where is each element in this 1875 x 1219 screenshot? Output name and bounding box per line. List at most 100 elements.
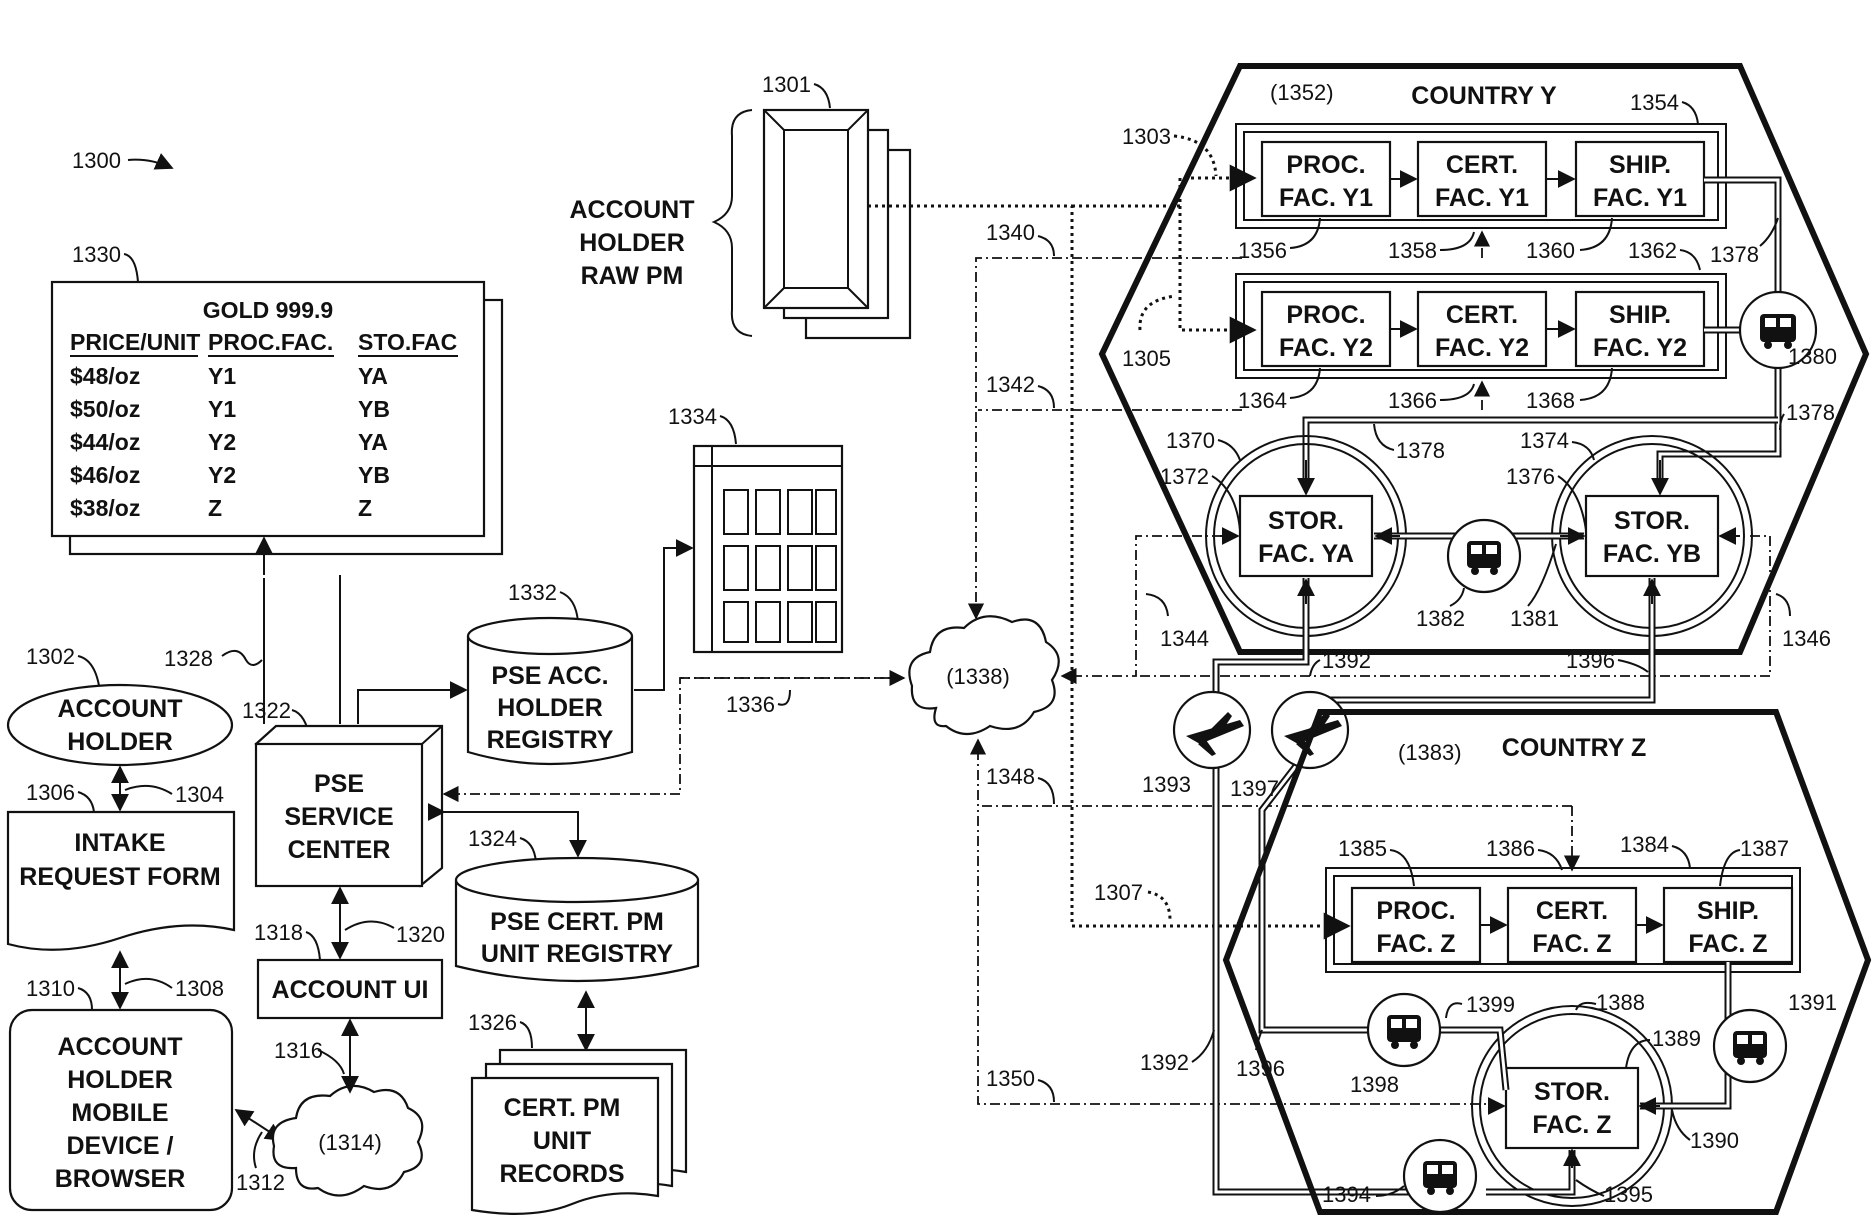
- mobile-device-label: MOBILE: [71, 1099, 168, 1127]
- ref-1396-a: 1396: [1566, 648, 1615, 673]
- ref-1381: 1381: [1510, 606, 1559, 631]
- stor-fac-z-label: FAC. Z: [1532, 1111, 1611, 1139]
- ref-1392-a: 1392: [1322, 648, 1371, 673]
- figure-number-arrow: [128, 160, 172, 168]
- table-cell: $38/oz: [70, 495, 140, 521]
- ref-1346: 1346: [1782, 626, 1831, 651]
- cert-fac-y2-label: CERT.: [1446, 301, 1518, 329]
- ship-fac-y2-label: FAC. Y2: [1593, 334, 1687, 362]
- ref-1386: 1386: [1486, 836, 1535, 861]
- account-holder-label: HOLDER: [67, 728, 173, 756]
- account-holder-ref: 1302: [26, 644, 75, 669]
- ref-1305: 1305: [1122, 346, 1171, 371]
- cert-fac-z-label: FAC. Z: [1532, 930, 1611, 958]
- intake-form-ref: 1306: [26, 780, 75, 805]
- stor-fac-z-label: STOR.: [1534, 1078, 1610, 1106]
- price-table: 1330 GOLD 999.9 PRICE/UNIT PROC.FAC. STO…: [52, 242, 502, 554]
- acc-registry-ref: 1332: [508, 580, 557, 605]
- cert-fac-z-label: CERT.: [1536, 897, 1608, 925]
- mobile-device-label: BROWSER: [55, 1165, 186, 1193]
- ref-1399: 1399: [1466, 992, 1515, 1017]
- cert-registry-label: PSE CERT. PM: [490, 908, 664, 936]
- table-cell: YB: [358, 462, 390, 488]
- proc-fac-y1-label: FAC. Y1: [1279, 184, 1373, 212]
- mobile-device-label: ACCOUNT: [58, 1033, 183, 1061]
- ref-1390: 1390: [1690, 1128, 1739, 1153]
- ship-fac-y1-label: SHIP.: [1609, 151, 1671, 179]
- ref-1328: 1328: [164, 646, 213, 671]
- country-z-title: COUNTRY Z: [1502, 734, 1646, 762]
- raw-pm-bars: 1301 ACCOUNT HOLDER RAW PM: [570, 72, 911, 338]
- ref-1376: 1376: [1506, 464, 1555, 489]
- ref-1348: 1348: [986, 764, 1035, 789]
- cert-records-label: UNIT: [533, 1127, 591, 1155]
- table-cell: Z: [358, 495, 372, 521]
- country-y-ref: (1352): [1270, 80, 1334, 105]
- ref-1393: 1393: [1142, 772, 1191, 797]
- table-cell: YB: [358, 396, 390, 422]
- ref-1368: 1368: [1526, 388, 1575, 413]
- ref-1370: 1370: [1166, 428, 1215, 453]
- ref-1312: 1312: [236, 1170, 285, 1195]
- ref-1378-b: 1378: [1786, 400, 1835, 425]
- figure-number: 1300: [72, 148, 121, 173]
- ref-1364: 1364: [1238, 388, 1287, 413]
- mobile-device-ref: 1310: [26, 976, 75, 1001]
- mobile-device-node: 1310 ACCOUNT HOLDER MOBILE DEVICE / BROW…: [10, 976, 232, 1210]
- ref-1397: 1397: [1230, 776, 1279, 801]
- acc-registry-label: REGISTRY: [487, 726, 614, 754]
- account-holder-label: ACCOUNT: [58, 695, 183, 723]
- ref-1360: 1360: [1526, 238, 1575, 263]
- account-ui-ref: 1318: [254, 920, 303, 945]
- table-cell: $48/oz: [70, 363, 140, 389]
- cert-pm-records-node: 1326 CERT. PM UNIT RECORDS: [468, 1010, 686, 1214]
- ref-1320: 1320: [396, 922, 445, 947]
- ref-1316: 1316: [274, 1038, 323, 1063]
- cert-records-label: RECORDS: [499, 1160, 624, 1188]
- stor-fac-ya-label: STOR.: [1268, 507, 1344, 535]
- ref-1380: 1380: [1788, 344, 1837, 369]
- ref-1372: 1372: [1160, 464, 1209, 489]
- cert-fac-y1-label: CERT.: [1446, 151, 1518, 179]
- ref-1378-c: 1378: [1396, 438, 1445, 463]
- ship-fac-z-label: FAC. Z: [1688, 930, 1767, 958]
- acc-holder-registry-node: 1332 PSE ACC. HOLDER REGISTRY: [468, 580, 632, 764]
- ref-1394: 1394: [1322, 1182, 1371, 1207]
- country-z-ref: (1383): [1398, 740, 1462, 765]
- table-header-sto: STO.FAC: [358, 329, 457, 355]
- network-cloud-main: (1338): [909, 616, 1058, 734]
- raw-pm-ref: 1301: [762, 72, 811, 97]
- ref-1398: 1398: [1350, 1072, 1399, 1097]
- ref-1344: 1344: [1160, 626, 1209, 651]
- ref-1385: 1385: [1338, 836, 1387, 861]
- table-cell: YA: [358, 363, 388, 389]
- table-title: GOLD 999.9: [203, 297, 333, 323]
- table-cell: YA: [358, 429, 388, 455]
- ref-1366: 1366: [1388, 388, 1437, 413]
- cert-registry-label: UNIT REGISTRY: [481, 940, 673, 968]
- ref-1391: 1391: [1788, 990, 1837, 1015]
- account-ui-label: ACCOUNT UI: [272, 976, 429, 1004]
- acc-registry-label: PSE ACC.: [491, 662, 608, 690]
- country-z-region: (1383) COUNTRY Z 1384 PROC. FAC. Z CERT.…: [1226, 712, 1868, 1212]
- row-y1-ref: 1354: [1630, 90, 1679, 115]
- table-ref: 1330: [72, 242, 121, 267]
- table-cell: Y2: [208, 462, 236, 488]
- table-cell: $44/oz: [70, 429, 140, 455]
- service-center-label: PSE: [314, 770, 364, 798]
- ref-1336: 1336: [726, 692, 775, 717]
- ref-1350: 1350: [986, 1066, 1035, 1091]
- mobile-device-label: DEVICE /: [67, 1132, 174, 1160]
- country-y-title: COUNTRY Y: [1411, 82, 1557, 110]
- service-center-label: SERVICE: [284, 803, 393, 831]
- ref-1358: 1358: [1388, 238, 1437, 263]
- ref-1308: 1308: [175, 976, 224, 1001]
- cloud-small-ref: (1314): [318, 1130, 382, 1155]
- stor-fac-yb-label: FAC. YB: [1603, 540, 1701, 568]
- table-cell: Y2: [208, 429, 236, 455]
- network-cloud-small: (1314): [273, 1086, 422, 1196]
- ref-1307: 1307: [1094, 880, 1143, 905]
- intake-form-label: INTAKE: [74, 829, 165, 857]
- cert-records-ref: 1326: [468, 1010, 517, 1035]
- table-cell: Y1: [208, 363, 236, 389]
